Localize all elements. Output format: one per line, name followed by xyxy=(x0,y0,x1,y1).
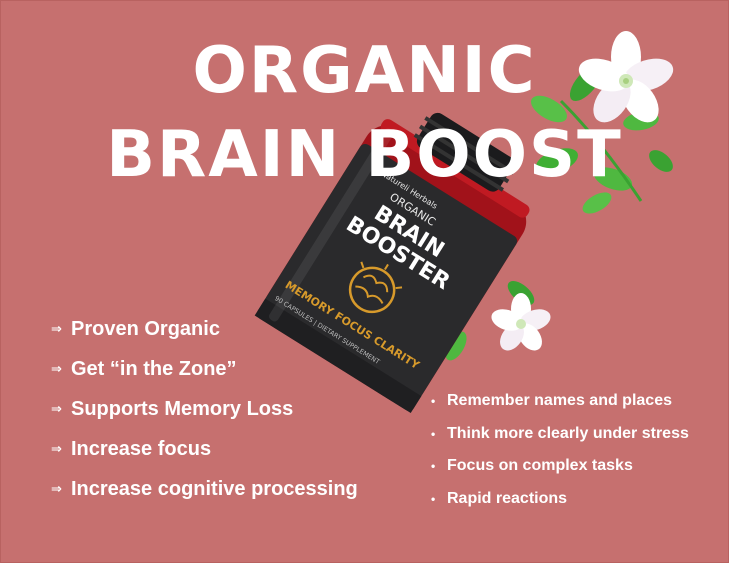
benefit-text: Focus on complex tasks xyxy=(447,457,633,475)
list-item: ⇒ Increase focus xyxy=(51,429,358,469)
headline-line-1: ORGANIC xyxy=(192,34,537,108)
arrow-icon: ⇒ xyxy=(51,401,62,416)
bullet-icon: • xyxy=(431,491,436,506)
list-item: ⇒ Get “in the Zone” xyxy=(51,349,358,389)
label-organic: ORGANIC xyxy=(387,190,438,228)
headline-line-2: BRAIN BOOST xyxy=(106,118,623,192)
flower-lower xyxy=(491,293,551,351)
arrow-icon: ⇒ xyxy=(51,361,62,376)
list-item: • Rapid reactions xyxy=(431,483,689,516)
benefit-text: Proven Organic xyxy=(71,317,220,340)
benefit-text: Think more clearly under stress xyxy=(447,424,689,442)
leaves-lower xyxy=(423,274,535,361)
label-name-1: BRAIN xyxy=(370,201,449,263)
benefit-text: Rapid reactions xyxy=(447,489,568,507)
arrow-icon: ⇒ xyxy=(51,481,62,496)
list-item: • Remember names and places xyxy=(431,385,689,418)
bullet-icon: • xyxy=(431,459,436,474)
list-item: • Focus on complex tasks xyxy=(431,450,689,483)
arrow-icon: ⇒ xyxy=(51,441,62,456)
benefit-text: Increase focus xyxy=(71,437,212,460)
list-item: ⇒ Increase cognitive processing xyxy=(51,469,358,509)
arrow-icon: ⇒ xyxy=(51,321,62,336)
benefits-list-right: • Remember names and places • Think more c… xyxy=(431,385,689,515)
benefit-text: Remember names and places xyxy=(447,392,672,410)
list-item: ⇒ Supports Memory Loss xyxy=(51,389,358,429)
benefit-text: Get “in the Zone” xyxy=(71,357,237,380)
bullet-icon: • xyxy=(431,394,436,409)
label-name-2: BOOSTER xyxy=(342,212,455,295)
list-item: • Think more clearly under stress xyxy=(431,418,689,451)
benefit-text: Increase cognitive processing xyxy=(71,477,358,500)
bullet-icon: • xyxy=(431,426,436,441)
list-item: ⇒ Proven Organic xyxy=(51,309,358,349)
benefit-text: Supports Memory Loss xyxy=(71,397,294,420)
benefits-list-left: ⇒ Proven Organic ⇒ Get “in the Zone” ⇒ Supp… xyxy=(51,309,358,509)
